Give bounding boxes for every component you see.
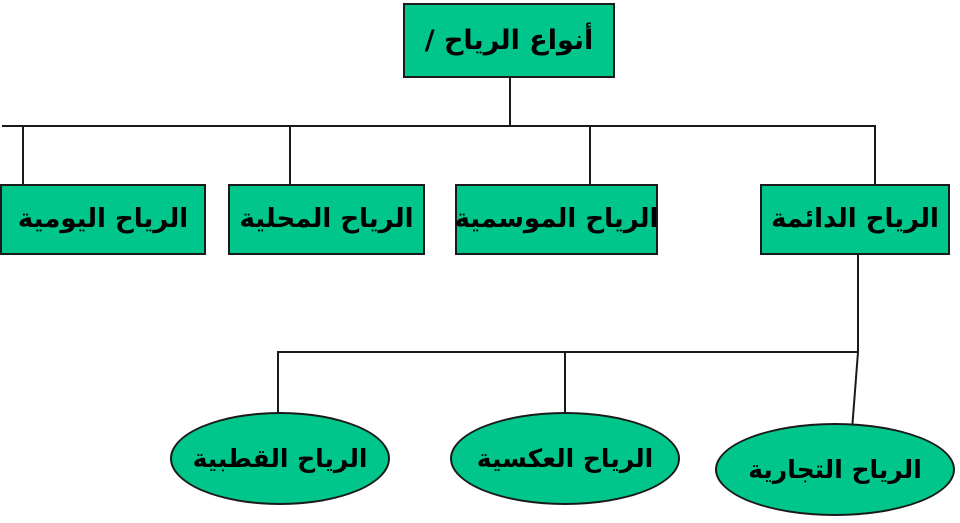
node-seasonal-winds[interactable]: الرياح الموسمية: [455, 184, 658, 255]
node-label: الرياح الدائمة: [771, 204, 939, 235]
node-label: الرياح الموسمية: [454, 204, 659, 235]
node-label: الرياح التجارية: [748, 454, 922, 484]
node-label: الرياح القطبية: [192, 443, 368, 473]
node-label: الرياح اليومية: [17, 204, 189, 235]
node-label: الرياح العكسية: [476, 443, 654, 473]
node-permanent-winds[interactable]: الرياح الدائمة: [760, 184, 950, 255]
edge-permanent-to-trade: [850, 350, 860, 432]
node-polar-winds[interactable]: الرياح القطبية: [170, 412, 390, 505]
node-label: الرياح المحلية: [239, 204, 414, 235]
node-trade-winds[interactable]: الرياح التجارية: [715, 423, 955, 516]
node-root-wind-types[interactable]: أنواع الرياح /: [403, 3, 615, 78]
node-label: أنواع الرياح /: [424, 24, 594, 56]
node-westerly-winds[interactable]: الرياح العكسية: [450, 412, 680, 505]
node-daily-winds[interactable]: الرياح اليومية: [0, 184, 206, 255]
node-local-winds[interactable]: الرياح المحلية: [228, 184, 425, 255]
